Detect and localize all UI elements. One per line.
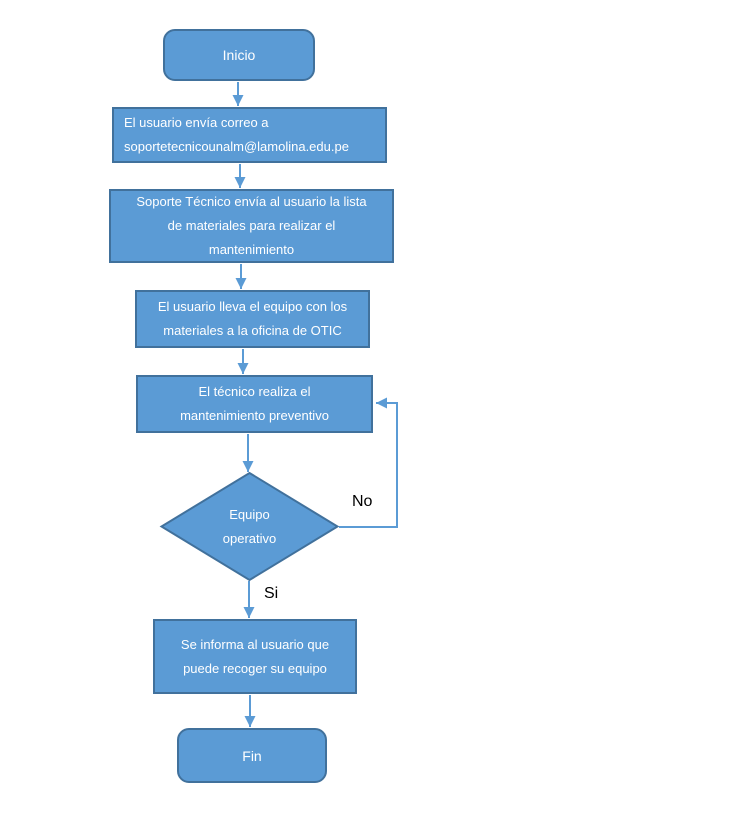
node-text-line: soportetecnicounalm@lamolina.edu.pe [124, 139, 349, 154]
node-inicio: Inicio [163, 29, 315, 81]
node-text-line: Equipo [229, 507, 270, 522]
node-text-line: Se informa al usuario que [180, 636, 330, 652]
edge-label-no: No [352, 493, 373, 510]
node-text-line: puede recoger su equipo [183, 660, 327, 676]
node-text-line: El usuario lleva el equipo con los [157, 299, 348, 314]
node-fin: Fin [177, 728, 327, 783]
node-lleva-equipo: El usuario lleva el equipo con los mater… [135, 290, 370, 348]
node-text-line: Fin [242, 747, 262, 764]
decision-diamond-shape [159, 471, 340, 582]
node-text-line: Inicio [222, 47, 256, 63]
node-text-line: El usuario envía correo a [124, 115, 269, 130]
node-informa-usuario: Se informa al usuario que puede recoger … [153, 619, 357, 694]
node-text-line: mantenimiento [208, 242, 295, 257]
edge-label-si: Si [264, 585, 279, 602]
node-text-line: materiales a la oficina de OTIC [163, 323, 342, 338]
node-mantenimiento-preventivo: El técnico realiza el mantenimiento prev… [136, 375, 373, 433]
arrow-decision-no-loop [339, 397, 398, 528]
node-lista-materiales: Soporte Técnico envía al usuario la list… [109, 189, 394, 263]
node-text-line: El técnico realiza el [198, 384, 311, 399]
node-text-line: Soporte Técnico envía al usuario la list… [136, 194, 367, 209]
node-text-line: de materiales para realizar el [167, 218, 336, 233]
node-text-line: operativo [222, 531, 277, 546]
node-envia-correo: El usuario envía correo a soportetecnico… [112, 107, 387, 163]
node-equipo-operativo: Equipo operativo [162, 503, 337, 551]
node-text-line: mantenimiento preventivo [180, 408, 329, 423]
